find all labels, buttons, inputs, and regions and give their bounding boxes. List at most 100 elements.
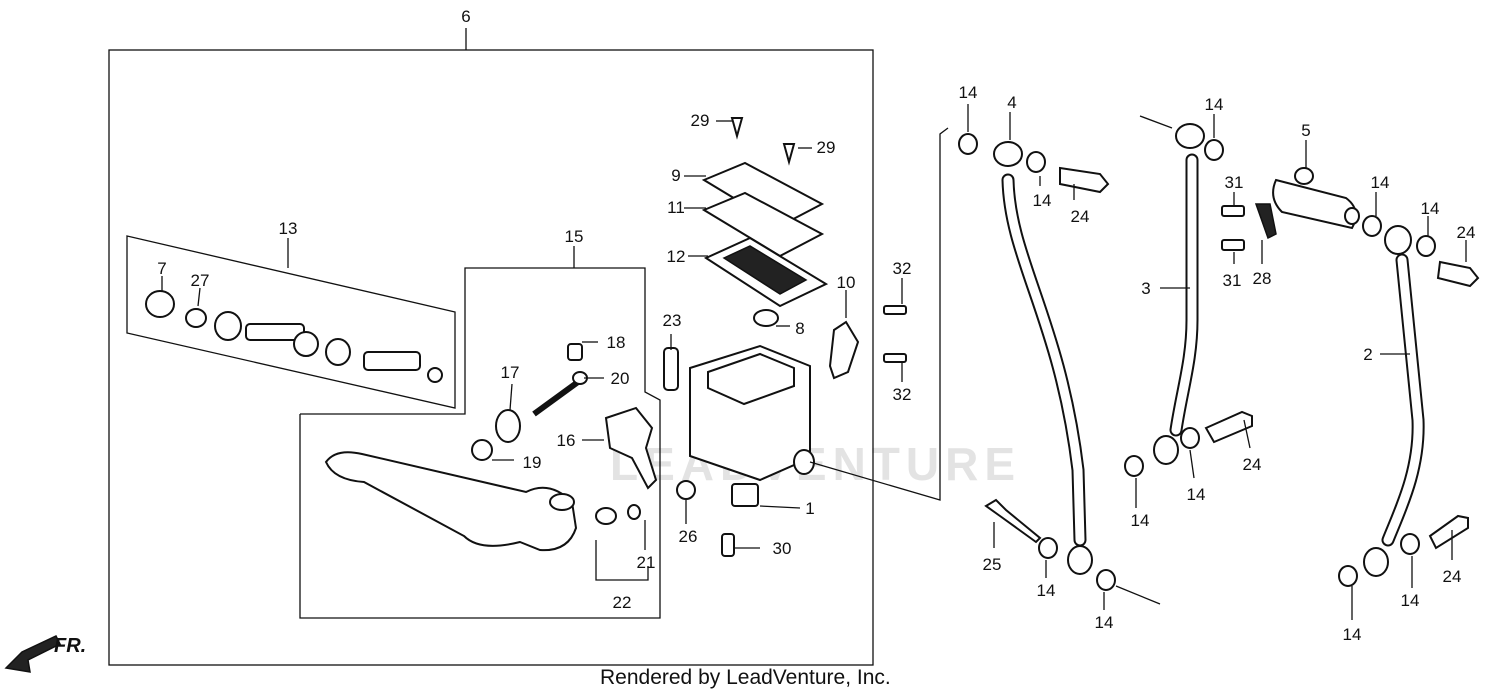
part-callout-9: 9 xyxy=(671,166,680,185)
oil-bolt xyxy=(1428,514,1469,550)
bolt-part xyxy=(1221,205,1245,217)
clamp-part xyxy=(828,320,860,380)
piston-kit-frame xyxy=(126,235,456,409)
part-callout-19: 19 xyxy=(523,453,542,472)
joint-port xyxy=(1344,207,1360,225)
sealing-washer xyxy=(1416,235,1436,257)
leader-line xyxy=(197,287,201,307)
lever-hole xyxy=(595,507,617,525)
stopper-plate-part xyxy=(753,309,779,327)
adjuster-part xyxy=(495,409,521,443)
part-callout-23: 23 xyxy=(663,311,682,330)
lever-kit-frame xyxy=(299,267,661,619)
part-callout-31: 31 xyxy=(1223,271,1242,290)
circlip-part xyxy=(185,308,207,328)
part-callout-14: 14 xyxy=(1095,613,1114,632)
lever-pivot-hole xyxy=(549,493,575,511)
part-callout-29: 29 xyxy=(691,111,710,130)
part-callout-14: 14 xyxy=(1343,625,1362,644)
front-arrow-icon xyxy=(4,635,62,673)
part-callout-14: 14 xyxy=(1037,581,1056,600)
part-callout-14: 14 xyxy=(1187,485,1206,504)
part-callout-20: 20 xyxy=(611,369,630,388)
part-callout-15: 15 xyxy=(565,227,584,246)
direction-arrow xyxy=(1139,115,1173,129)
part-callout-14: 14 xyxy=(1131,511,1150,530)
screw-part xyxy=(730,117,744,140)
part-callout-14: 14 xyxy=(1421,199,1440,218)
leader-line xyxy=(759,505,801,509)
oil-bolt xyxy=(1059,166,1110,194)
sealing-washer xyxy=(1038,537,1058,559)
part-callout-10: 10 xyxy=(837,273,856,292)
boot-part xyxy=(145,290,175,318)
leader-line xyxy=(1189,449,1195,479)
banjo-fitting xyxy=(1153,435,1179,465)
part-callout-14: 14 xyxy=(1205,95,1224,114)
bleeder-part xyxy=(721,533,735,557)
part-callout-6: 6 xyxy=(461,7,470,26)
part-callout-28: 28 xyxy=(1253,269,1272,288)
nut-part xyxy=(471,439,493,461)
part-callout-12: 12 xyxy=(667,247,686,266)
connection-line xyxy=(809,127,949,501)
spring-part xyxy=(363,351,421,371)
oil-bolt xyxy=(1436,260,1480,288)
cup-part xyxy=(325,338,351,366)
banjo-fitting xyxy=(1363,547,1389,577)
joint-bolt xyxy=(1294,167,1314,185)
part-callout-24: 24 xyxy=(1443,567,1462,586)
part-callout-24: 24 xyxy=(1457,223,1476,242)
clamp-bolt-part xyxy=(883,353,907,363)
part-callout-14: 14 xyxy=(959,83,978,102)
bolt-part xyxy=(663,347,679,391)
pin-part xyxy=(532,379,580,417)
part-callout-13: 13 xyxy=(279,219,298,238)
sealing-washer xyxy=(1026,151,1046,173)
brake-joint xyxy=(1272,178,1357,230)
oil-bolt xyxy=(1204,410,1253,444)
part-callout-14: 14 xyxy=(1401,591,1420,610)
part-callout-26: 26 xyxy=(679,527,698,546)
part-callout-16: 16 xyxy=(557,431,576,450)
washer-part xyxy=(214,311,242,341)
leader-line xyxy=(509,383,513,411)
part-callout-7: 7 xyxy=(157,259,166,278)
banjo-fitting xyxy=(1067,545,1093,575)
bolt-part xyxy=(1221,239,1245,251)
part-callout-27: 27 xyxy=(191,271,210,290)
switch-part xyxy=(731,483,759,507)
stay-part xyxy=(1254,203,1277,240)
sealing-washer xyxy=(1180,427,1200,449)
part-callout-32: 32 xyxy=(893,385,912,404)
part-callout-14: 14 xyxy=(1033,191,1052,210)
part-callout-1: 1 xyxy=(805,499,814,518)
part-callout-3: 3 xyxy=(1141,279,1150,298)
sealing-washer xyxy=(1362,215,1382,237)
part-callout-4: 4 xyxy=(1007,93,1016,112)
footer-credit: Rendered by LeadVenture, Inc. xyxy=(600,666,891,689)
part-callout-32: 32 xyxy=(893,259,912,278)
assembly-frame xyxy=(108,49,874,666)
piston-head-part xyxy=(293,331,319,357)
part-callout-30: 30 xyxy=(773,539,792,558)
pivot-bolt-part xyxy=(567,343,583,361)
part-callout-24: 24 xyxy=(1071,207,1090,226)
sealing-washer xyxy=(1400,533,1420,555)
clamp-bolt-part xyxy=(883,305,907,315)
part-callout-31: 31 xyxy=(1225,173,1244,192)
part-callout-24: 24 xyxy=(1243,455,1262,474)
sealing-washer xyxy=(1124,455,1144,477)
brake-lever-part xyxy=(324,451,578,552)
leader-line xyxy=(1243,419,1251,449)
part-callout-22: 22 xyxy=(613,593,632,612)
banjo-fitting xyxy=(1384,225,1412,255)
brake-hose-2-inner xyxy=(1383,255,1423,545)
cap-part xyxy=(676,480,696,500)
part-callout-5: 5 xyxy=(1301,121,1310,140)
part-callout-8: 8 xyxy=(795,319,804,338)
oil-bolt xyxy=(984,498,1042,544)
sealing-washer xyxy=(1204,139,1224,161)
